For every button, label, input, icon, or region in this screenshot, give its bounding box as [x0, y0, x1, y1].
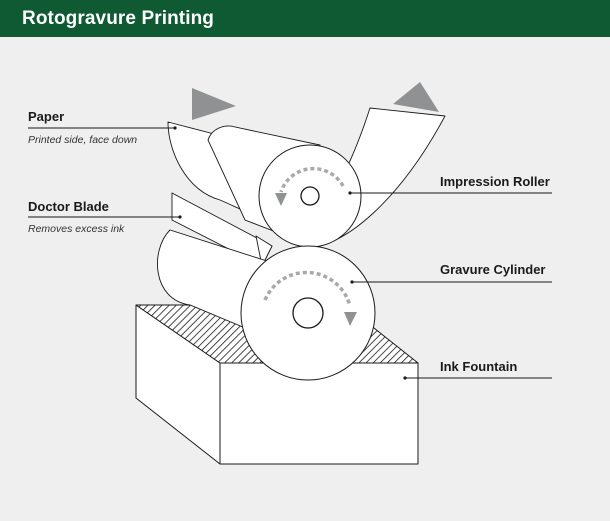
- rotation-arrow-impression: [279, 166, 345, 193]
- paper-direction-arrow-in: [192, 88, 236, 120]
- rotation-arrowhead-gravure: [344, 312, 357, 326]
- label-doctor-blade: Doctor Blade: [28, 199, 109, 214]
- leader-lines: [28, 126, 552, 380]
- label-impression-roller: Impression Roller: [440, 174, 550, 189]
- impression-roller-axle: [300, 186, 320, 206]
- note-paper: Printed side, face down: [28, 134, 138, 146]
- impression-roller: [207, 125, 362, 248]
- doctor-blade-edge: [255, 235, 273, 267]
- label-gravure-cylinder: Gravure Cylinder: [440, 262, 546, 277]
- ink-fountain: [135, 304, 419, 465]
- diagram-title: Rotogravure Printing: [22, 8, 215, 29]
- rotation-arrow-gravure: [263, 270, 352, 307]
- label-paper: Paper: [28, 109, 65, 124]
- gravure-cylinder-axle: [292, 297, 324, 329]
- paper-direction-arrow-out: [393, 82, 439, 112]
- ink-fountain-front: [219, 362, 419, 465]
- rotation-arrowhead-impression: [275, 193, 287, 206]
- note-doctor-blade: Removes excess ink: [28, 223, 125, 235]
- title-bar: Rotogravure Printing: [0, 0, 610, 37]
- label-ink-fountain: Ink Fountain: [440, 359, 518, 374]
- gravure-cylinder: [157, 229, 376, 381]
